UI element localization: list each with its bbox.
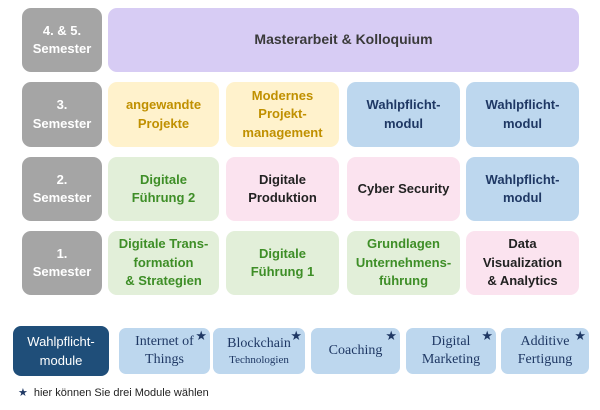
semester-label-4-5: 4. & 5. Semester [22, 8, 102, 72]
row3-cell-3: Wahlpflicht- modul [347, 82, 460, 147]
module-blockchain: ★ Blockchain Technologien [212, 327, 306, 375]
module-line-2: Marketing [421, 352, 481, 367]
star-icon: ★ [574, 329, 586, 344]
semester-label-3: 3. Semester [22, 82, 102, 147]
module-line-2: Things [145, 352, 184, 367]
star-icon: ★ [195, 329, 207, 344]
row2-cell-4: Wahlpflicht- modul [466, 157, 579, 221]
row3-cell-1: angewandte Projekte [108, 82, 219, 147]
star-icon: ★ [290, 329, 302, 344]
module-line-1: Internet of [135, 333, 194, 349]
module-line-2: Technologien [229, 353, 289, 366]
module-digital-marketing: ★ Digital Marketing [405, 327, 497, 375]
wahlpflicht-module-heading: Wahlpflicht- module [13, 326, 109, 376]
row2-cell-3: Cyber Security [347, 157, 460, 221]
footnote-text: hier können Sie drei Module wählen [33, 386, 209, 399]
semester-label-2: 2. Semester [22, 157, 102, 221]
row1-cell-1: Digitale Trans- formation & Strategien [108, 231, 219, 295]
module-line-2: Fertigung [517, 352, 573, 367]
semester-label-1: 1. Semester [22, 231, 102, 295]
row1-cell-3: Grundlagen Unternehmens- führung [347, 231, 460, 295]
module-line-1: Additive [520, 333, 570, 349]
row1-cell-2: Digitale Führung 1 [226, 231, 339, 295]
star-icon: ★ [18, 386, 28, 399]
row2-cell-2: Digitale Produktion [226, 157, 339, 221]
module-coaching: ★ Coaching [310, 327, 401, 375]
module-line-1: Coaching [328, 342, 383, 358]
star-icon: ★ [481, 329, 493, 344]
row2-cell-1: Digitale Führung 2 [108, 157, 219, 221]
module-line-1: Digital [431, 333, 471, 349]
row1-cell-4: Data Visualization & Analytics [466, 231, 579, 295]
footnote: ★ hier können Sie drei Module wählen [18, 386, 209, 399]
star-icon: ★ [385, 329, 397, 344]
row3-cell-2: Modernes Projekt- management [226, 82, 339, 147]
module-line-1: Blockchain [227, 335, 291, 351]
module-additive-fertigung: ★ Additive Fertigung [500, 327, 590, 375]
row3-cell-4: Wahlpflicht- modul [466, 82, 579, 147]
module-internet-of-things: ★ Internet of Things [118, 327, 211, 375]
masterarbeit-cell: Masterarbeit & Kolloquium [108, 8, 579, 72]
